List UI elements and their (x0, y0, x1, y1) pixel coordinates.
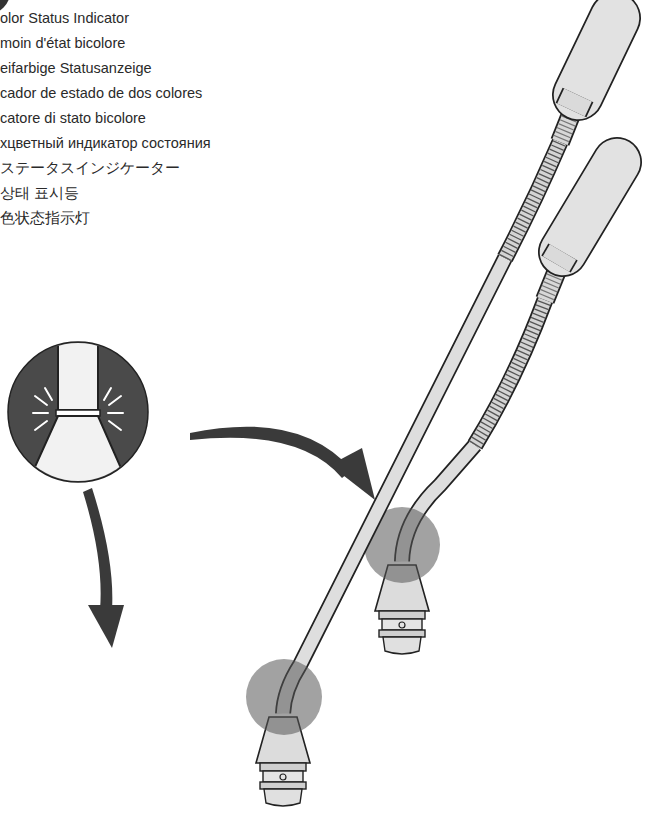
long-microphone (246, 18, 615, 806)
label-text: catore di stato bicolore (0, 106, 211, 131)
pointer-arrow (83, 427, 375, 648)
indicator-zoom (8, 330, 148, 500)
label-text: cador de estado de dos colores (0, 81, 211, 106)
label-text: eifarbige Statusanzeige (0, 56, 211, 81)
label-text: olor Status Indicator (0, 6, 211, 31)
label-list: olor Status Indicatormoin d'état bicolor… (0, 6, 211, 231)
label-text: 色状态指示灯 (0, 206, 211, 231)
short-microphone (364, 162, 617, 654)
label-text: moin d'état bicolore (0, 31, 211, 56)
label-text: хцветный индикатор состояния (0, 131, 211, 156)
label-text: ステータスインジケーター (0, 156, 211, 181)
label-text: 상태 표시등 (0, 181, 211, 206)
